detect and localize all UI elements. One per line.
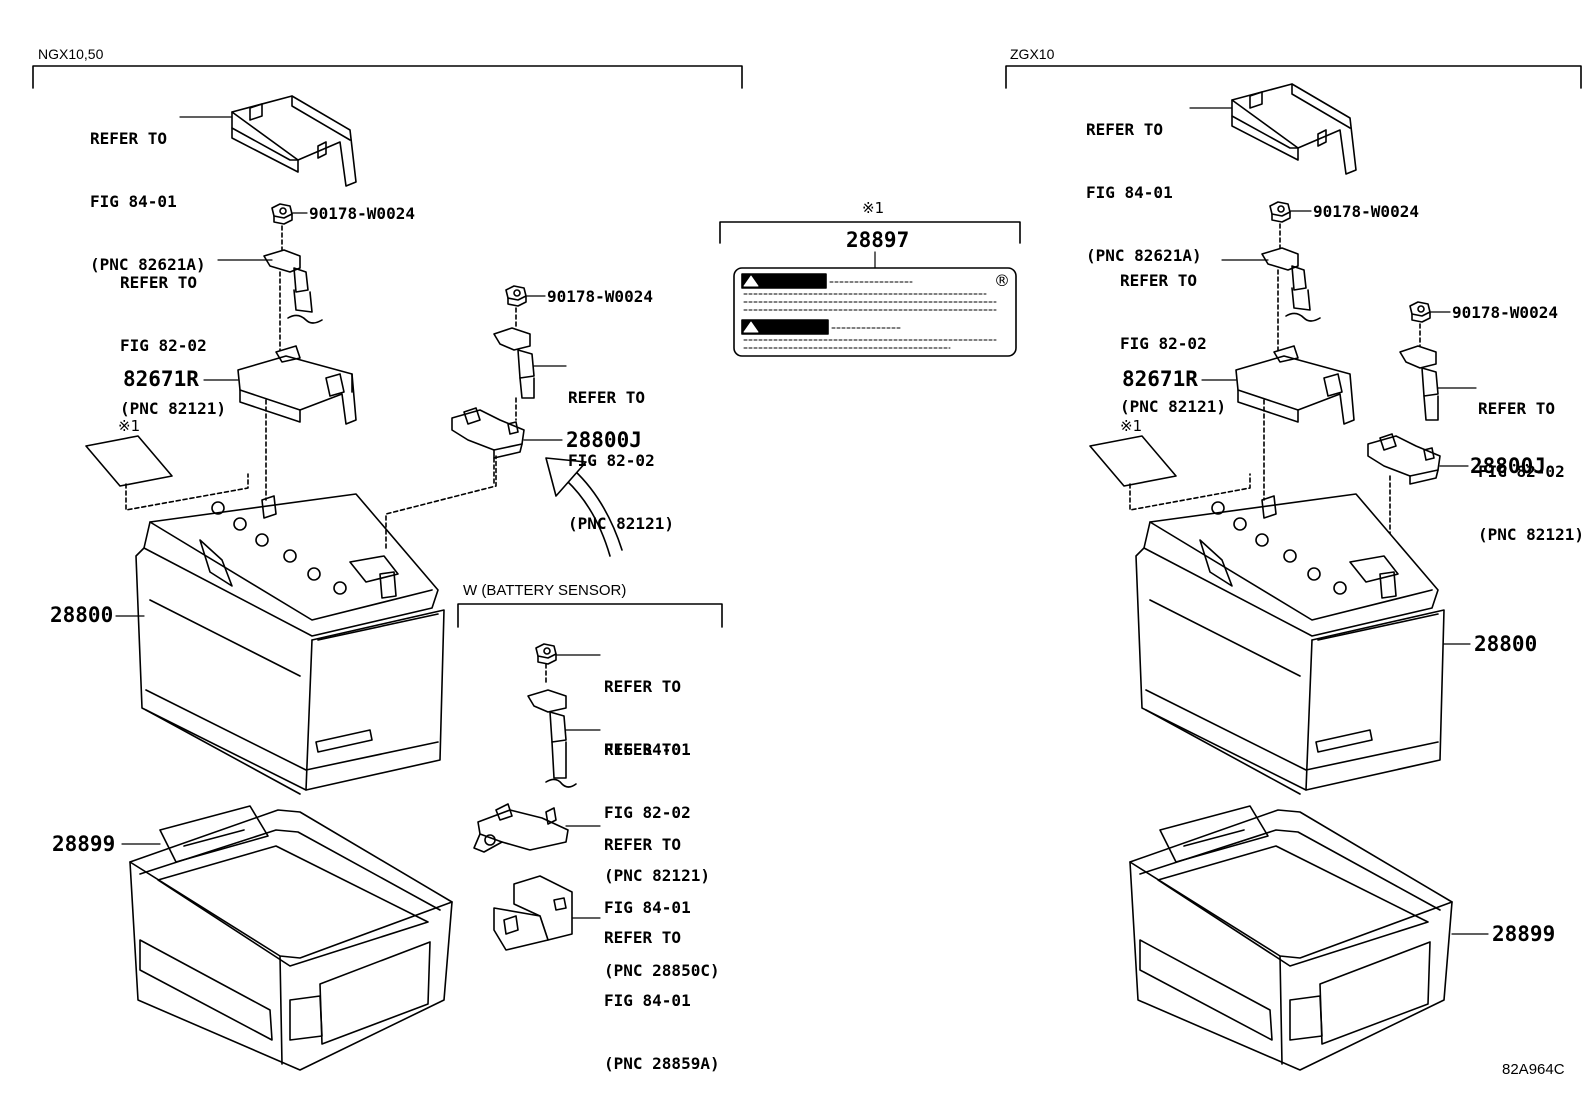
- ref-line: REFER TO: [604, 677, 682, 696]
- relay-block-drawing-left: [237, 345, 357, 425]
- ref-line: (PNC 82121): [568, 514, 674, 533]
- part-battery-right: 28800: [1474, 632, 1538, 656]
- ref-line: REFER TO: [1478, 399, 1556, 418]
- label-mark-top: ※1: [862, 199, 885, 217]
- mark-label-drawing-right: [1089, 435, 1177, 487]
- part-relay-right: 82671R: [1122, 367, 1198, 391]
- nut-drawing-left-top: [271, 203, 293, 225]
- tray-drawing-left: [129, 805, 453, 1071]
- ref-line: (PNC 82121): [1120, 397, 1226, 416]
- dash-mark-right: [1129, 473, 1251, 511]
- ref-line: REFER TO: [604, 835, 682, 854]
- mark-right: ※1: [1120, 417, 1143, 435]
- bracket-drawing-sensor: [493, 875, 573, 951]
- dash-mark-left: [125, 473, 249, 511]
- section-title-left: NGX10,50: [38, 46, 104, 62]
- cover-drawing-left: [231, 95, 357, 187]
- ref-line: FIG 84-01: [604, 898, 691, 917]
- sensor-drawing: [473, 803, 569, 853]
- part-relay-left: 82671R: [123, 367, 199, 391]
- ref-line: (PNC 82121): [120, 399, 226, 418]
- part-nut-left-top: 90178-W0024: [309, 204, 415, 223]
- ref-line: REFER TO: [1120, 271, 1198, 290]
- part-nut-left-neg: 90178-W0024: [547, 287, 653, 306]
- ref-line: REFER TO: [120, 273, 198, 292]
- ref-line: FIG 82-02: [604, 803, 691, 822]
- ref-line: (PNC 28859A): [604, 1054, 720, 1073]
- part-clamp-left: 28800J: [566, 428, 642, 452]
- mark-left: ※1: [118, 417, 141, 435]
- ref-cable-right: REFER TO FIG 82-02 (PNC 82121): [1120, 228, 1226, 438]
- nut-drawing-right-top: [1269, 201, 1291, 223]
- ref-neg-cable-right: REFER TO FIG 82-02 (PNC 82121): [1478, 356, 1584, 566]
- ref-line: FIG 84-01: [90, 192, 177, 211]
- ref-cover-right: REFER TO FIG 84-01 (PNC 82621A): [1086, 77, 1202, 287]
- part-nut-right-top: 90178-W0024: [1313, 202, 1419, 221]
- ref-nut-sensor: REFER TO FIG 84-01: [604, 634, 691, 781]
- section-bracket-left: [32, 65, 743, 89]
- cover-drawing-right: [1231, 83, 1357, 175]
- nut-drawing-sensor: [535, 643, 557, 665]
- ref-line: REFER TO: [604, 740, 682, 759]
- ref-line: REFER TO: [604, 928, 682, 947]
- section-title-sensor: W (BATTERY SENSOR): [463, 582, 627, 599]
- ref-line: REFER TO: [568, 388, 646, 407]
- ref-cover-left: REFER TO FIG 84-01 (PNC 82621A): [90, 86, 206, 296]
- ref-line: REFER TO: [90, 129, 168, 148]
- label-sticker-drawing: [733, 251, 1017, 357]
- part-tray-right: 28899: [1492, 922, 1556, 946]
- nut-drawing-right-neg: [1409, 301, 1431, 323]
- section-bracket-right: [1005, 65, 1582, 89]
- cable-drawing-left: [263, 249, 323, 324]
- battery-drawing-left: [135, 493, 445, 795]
- ref-neg-cable-left: REFER TO FIG 82-02 (PNC 82121): [568, 345, 674, 555]
- section-bracket-label: [719, 221, 1021, 244]
- arrow-sensor-to-clamp: [545, 457, 623, 557]
- part-battery-left: 28800: [50, 603, 114, 627]
- part-clamp-right: 28800J: [1470, 454, 1546, 478]
- ref-line: (PNC 82121): [1478, 525, 1584, 544]
- section-bracket-sensor: [457, 603, 723, 628]
- part-tray-left: 28899: [52, 832, 116, 856]
- part-nut-right-neg: 90178-W0024: [1452, 303, 1558, 322]
- ref-line: FIG 82-02: [568, 451, 655, 470]
- ref-line: (PNC 28850C): [604, 961, 720, 980]
- figure-code: 82A964C: [1502, 1061, 1565, 1078]
- ref-line: FIG 84-01: [1086, 183, 1173, 202]
- registered-mark: ®: [994, 271, 1010, 290]
- battery-drawing-right: [1135, 493, 1445, 795]
- mark-label-drawing-left: [85, 435, 173, 487]
- nut-drawing-left-neg: [505, 285, 527, 307]
- ref-line: (PNC 82621A): [1086, 246, 1202, 265]
- ref-line: (PNC 82621A): [90, 255, 206, 274]
- ref-sensor: REFER TO FIG 84-01 (PNC 28850C): [604, 792, 720, 1002]
- ref-line: (PNC 82121): [604, 866, 710, 885]
- ref-bracket-sensor: REFER TO FIG 84-01 (PNC 28859A): [604, 885, 720, 1095]
- cable-drawing-sensor: [527, 689, 577, 788]
- clamp-drawing-right: [1367, 433, 1441, 485]
- tray-drawing-right: [1129, 805, 1453, 1071]
- neg-cable-drawing-left: [493, 327, 535, 399]
- dash-battery-left: [385, 455, 497, 549]
- cable-drawing-right: [1261, 247, 1321, 322]
- ref-line: FIG 84-01: [604, 991, 691, 1010]
- ref-line: REFER TO: [1086, 120, 1164, 139]
- neg-cable-drawing-right: [1399, 345, 1439, 421]
- relay-block-drawing-right: [1235, 345, 1355, 425]
- ref-line: FIG 82-02: [1120, 334, 1207, 353]
- ref-line: FIG 82-02: [1478, 462, 1565, 481]
- ref-line: FIG 84-01: [604, 740, 691, 759]
- section-title-right: ZGX10: [1010, 46, 1055, 62]
- ref-cable-left: REFER TO FIG 82-02 (PNC 82121): [120, 230, 226, 440]
- clamp-drawing-left: [451, 407, 525, 459]
- ref-line: FIG 82-02: [120, 336, 207, 355]
- ref-cable-sensor: REFER TO FIG 82-02 (PNC 82121): [604, 697, 710, 907]
- part-label-sticker: 28897: [846, 228, 910, 252]
